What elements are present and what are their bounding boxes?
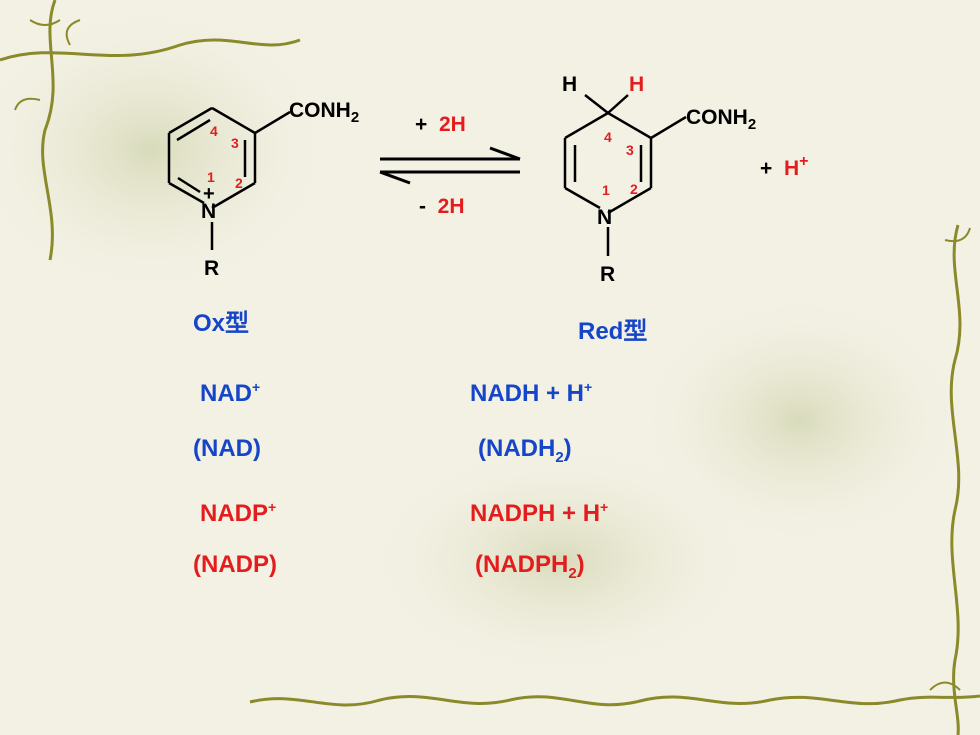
red-n-label: N (597, 206, 613, 229)
ox-double-bond-top-left (176, 118, 211, 142)
ox-bond-c4-c5 (168, 106, 213, 135)
nadp-plus-label: NADP+ (200, 499, 277, 527)
red-bond-c3-c4 (607, 111, 652, 140)
ox-bond-conh2 (254, 110, 291, 135)
red-form-label: Red型 (578, 318, 648, 345)
forward-label: + 2H (415, 113, 466, 136)
ox-position-2: 2 (235, 175, 243, 191)
nadph2-label: (NADPH2) (475, 551, 585, 582)
vine-right (949, 224, 962, 735)
red-bond-conh2 (650, 115, 687, 140)
ox-double-bond-bottom-left (177, 176, 201, 194)
vine-curls-right (929, 227, 971, 691)
red-bond-c6-n (564, 186, 601, 210)
red-conh2-label: CONH2 (686, 106, 757, 133)
ox-position-1: 1 (207, 169, 215, 185)
red-bond-n-c2 (607, 186, 652, 215)
ox-position-3: 3 (231, 135, 239, 151)
reverse-label: - 2H (419, 195, 465, 218)
red-position-4: 4 (604, 129, 612, 145)
red-bond-c4-c5 (564, 111, 609, 140)
red-h-left: H (562, 73, 578, 96)
nadh-label: NADH + H+ (470, 379, 593, 407)
ox-position-4: 4 (210, 123, 218, 139)
red-position-1: 1 (602, 182, 610, 198)
ox-charge-label: + (203, 183, 215, 205)
red-bond-h-right (607, 94, 629, 114)
red-h-right: H (629, 73, 645, 96)
vine-left (41, 0, 57, 261)
red-bond-h-left (584, 94, 609, 114)
nad-alt-label: (NAD) (193, 435, 261, 462)
ox-n-label: N (201, 200, 217, 223)
flower-shadow-bottom (360, 440, 760, 680)
ox-conh2-label: CONH2 (289, 99, 360, 126)
vine-bottom (249, 694, 980, 707)
ox-r-label: R (204, 257, 220, 280)
nadh2-label: (NADH2) (478, 435, 572, 466)
ox-bond-c3-c4 (211, 106, 256, 135)
ox-bond-n-c2 (211, 181, 256, 210)
nadp-alt-label: (NADP) (193, 551, 277, 578)
reverse-arrow-head (379, 170, 411, 185)
red-r-label: R (600, 263, 616, 286)
nadph-label: NADPH + H+ (470, 499, 609, 527)
nad-plus-label: NAD+ (200, 379, 261, 407)
red-position-2: 2 (630, 181, 638, 197)
product-proton: + H+ (760, 153, 809, 180)
ox-bond-c6-n (168, 181, 205, 205)
ox-form-label: Ox型 (193, 310, 250, 337)
vine-curls-top (14, 19, 81, 111)
red-position-3: 3 (626, 142, 634, 158)
forward-arrow-head (489, 146, 521, 161)
